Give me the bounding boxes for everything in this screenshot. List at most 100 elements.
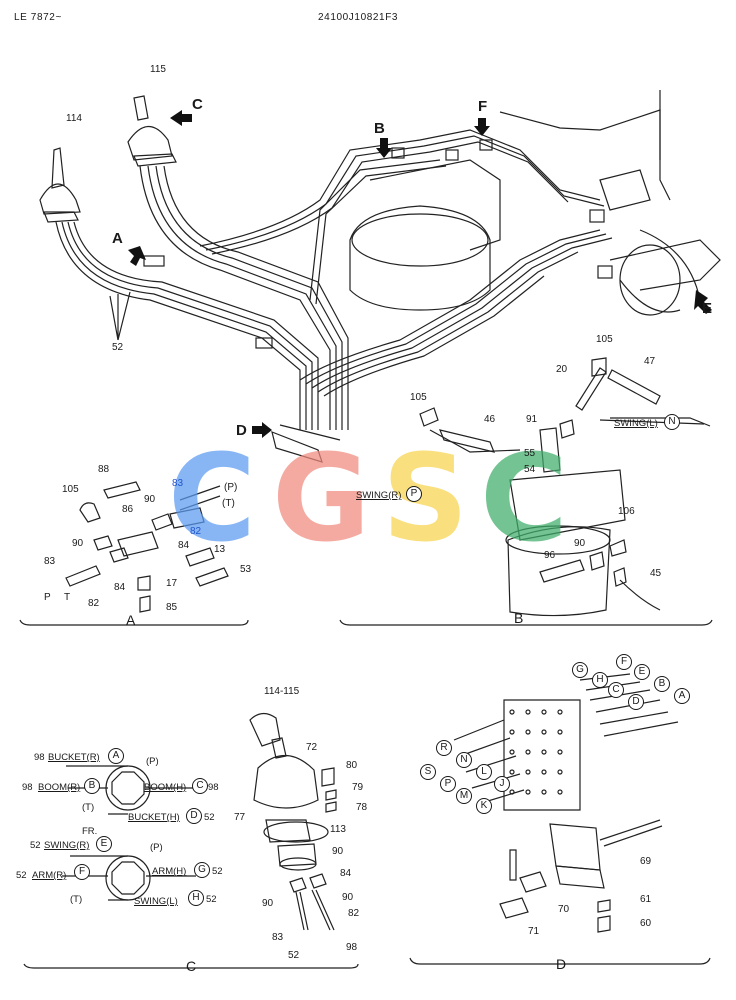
port-label-t: (T) <box>82 802 95 813</box>
header-model-range: LE 7872~ <box>14 12 62 23</box>
part-number: 13 <box>214 544 226 555</box>
watermark-letter-3: S <box>382 430 469 569</box>
swing-r-code: E <box>96 836 112 852</box>
part-number: 105 <box>410 392 427 403</box>
part-number: 60 <box>640 918 652 929</box>
part-number-114: 114 <box>66 113 82 124</box>
port-code: K <box>476 798 492 814</box>
bucket-h-label: BUCKET(H) <box>128 812 180 823</box>
arm-r-label: ARM(R) <box>32 870 67 881</box>
bucket-r-code: A <box>108 748 124 764</box>
part-number: 82 <box>348 908 360 919</box>
view-letter-f: F <box>478 98 488 115</box>
part-number: 96 <box>544 550 556 561</box>
front-direction-label: FR. <box>82 826 98 837</box>
part-number: 70 <box>558 904 570 915</box>
boom-h-label: BOOM(H) <box>144 782 187 793</box>
port-code: P <box>440 776 456 792</box>
swing-r-label: SWING(R) <box>356 490 402 501</box>
part-number: 71 <box>528 926 540 937</box>
swing-r-code: P <box>406 486 422 502</box>
part-number: 69 <box>640 856 652 867</box>
part-number: 90 <box>574 538 586 549</box>
part-number: 20 <box>556 364 568 375</box>
swing-l-label: SWING(L) <box>134 896 178 907</box>
part-number: 85 <box>166 602 178 613</box>
port-label-t: (T) <box>222 498 235 509</box>
part-number: 77 <box>234 812 246 823</box>
bucket-h-code: D <box>186 808 202 824</box>
port-code: N <box>456 752 472 768</box>
part-number: 90 <box>342 892 354 903</box>
view-letter-d: D <box>236 422 247 439</box>
part-number: 61 <box>640 894 652 905</box>
part-number: 52 <box>30 840 41 851</box>
part-number: 46 <box>484 414 496 425</box>
port-code: J <box>494 776 510 792</box>
watermark-letter-1: C <box>168 430 257 569</box>
section-title-a: A <box>126 612 136 628</box>
part-number: 52 <box>212 866 223 877</box>
part-number: 98 <box>22 782 33 793</box>
port-code: E <box>634 664 650 680</box>
watermark-letter-4: C <box>480 430 569 569</box>
part-number-115: 115 <box>150 64 166 75</box>
part-number: 72 <box>306 742 318 753</box>
section-title-c: C <box>186 958 197 974</box>
part-number: 105 <box>596 334 613 345</box>
part-number: 90 <box>332 846 344 857</box>
part-number: 90 <box>72 538 84 549</box>
port-code: L <box>476 764 492 780</box>
part-number: 78 <box>356 802 368 813</box>
part-number: 98 <box>346 942 358 953</box>
swing-r-label: SWING(R) <box>44 840 90 851</box>
view-letter-b: B <box>374 120 385 137</box>
view-letter-e: E <box>702 300 713 317</box>
port-label-t: T <box>64 592 71 603</box>
part-number-52: 52 <box>112 342 124 353</box>
port-label-p: (P) <box>146 756 159 767</box>
part-number: 45 <box>650 568 662 579</box>
part-number: 114-115 <box>264 686 300 697</box>
arm-h-code: G <box>194 862 210 878</box>
part-number: 83 <box>172 478 184 489</box>
port-code: D <box>628 694 644 710</box>
port-code: S <box>420 764 436 780</box>
part-number: 80 <box>346 760 358 771</box>
section-title-d: D <box>556 956 567 972</box>
part-number: 98 <box>208 782 219 793</box>
part-number: 98 <box>34 752 45 763</box>
part-number: 84 <box>114 582 126 593</box>
part-number: 52 <box>206 894 217 905</box>
view-letter-a: A <box>112 230 123 247</box>
port-label-p: (P) <box>150 842 163 853</box>
swing-l-label: SWING(L) <box>614 418 658 429</box>
part-number: 106 <box>618 506 635 517</box>
part-number: 90 <box>262 898 274 909</box>
part-number: 53 <box>240 564 252 575</box>
view-letter-c: C <box>192 96 203 113</box>
part-number: 84 <box>340 868 352 879</box>
part-number: 82 <box>190 526 202 537</box>
swing-l-code: N <box>664 414 680 430</box>
port-code: B <box>654 676 670 692</box>
part-number: 82 <box>88 598 100 609</box>
arm-r-code: F <box>74 864 90 880</box>
part-number: 83 <box>44 556 56 567</box>
part-number: 86 <box>122 504 134 515</box>
header-part-code: 24100J10821F3 <box>318 12 399 23</box>
part-number: 113 <box>330 824 346 835</box>
port-code: A <box>674 688 690 704</box>
port-code: H <box>592 672 608 688</box>
port-code: G <box>572 662 588 678</box>
port-code: M <box>456 788 472 804</box>
part-number: 91 <box>526 414 538 425</box>
part-number: 52 <box>204 812 215 823</box>
port-label-p: P <box>44 592 51 603</box>
part-number: 52 <box>16 870 27 881</box>
part-number: 52 <box>288 950 300 961</box>
part-number: 54 <box>524 464 536 475</box>
part-number: 88 <box>98 464 110 475</box>
part-number: 47 <box>644 356 656 367</box>
